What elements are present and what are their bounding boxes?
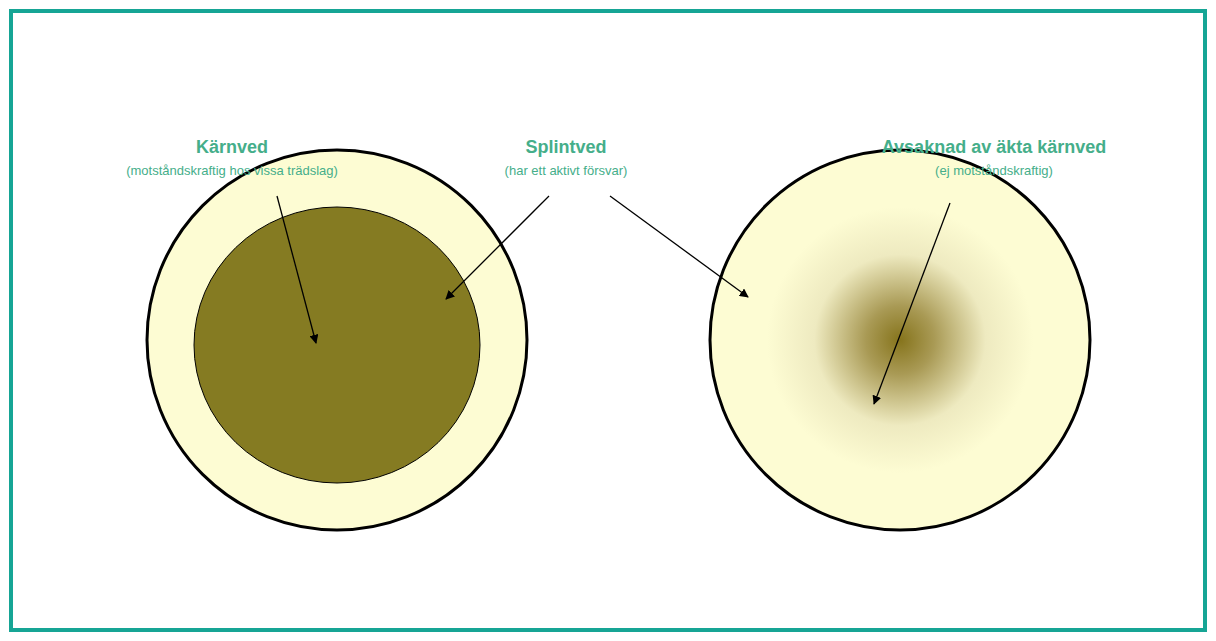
leader-arrow	[874, 203, 950, 404]
part-note: (motståndskraftig hos vissa trädslag)	[126, 163, 338, 179]
part-heading: Kärnved	[196, 137, 268, 159]
part-heading: Avsaknad av äkta kärnved	[882, 137, 1106, 159]
frame-border	[11, 11, 1205, 630]
leader-arrow	[277, 196, 316, 343]
part-note: (har ett aktivt försvar)	[505, 163, 628, 179]
leader-arrow	[446, 196, 549, 299]
trunk-section	[710, 150, 1090, 530]
part-heading: Splintved	[525, 137, 606, 159]
trunk-section	[147, 150, 527, 530]
leader-arrow	[610, 196, 748, 297]
heartwood-region	[194, 207, 480, 483]
part-note: (ej motståndskraftig)	[935, 163, 1053, 179]
